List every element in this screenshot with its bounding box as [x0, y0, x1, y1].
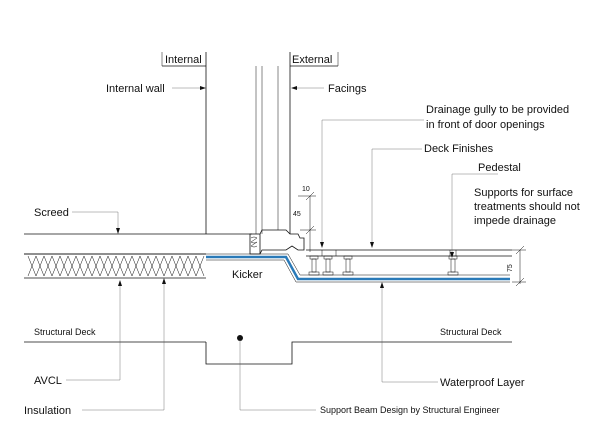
- drainage-label-line1: Drainage gully to be provided: [426, 104, 569, 116]
- dimension-75-label: 75: [507, 264, 514, 272]
- waterproof-label: Waterproof Layer: [440, 377, 525, 389]
- external-label: External: [292, 54, 332, 66]
- leader-deck-finishes: Deck Finishes: [370, 143, 494, 248]
- beam-center-dot: [237, 335, 243, 341]
- supports-line1: Supports for surface: [474, 187, 573, 199]
- internal-wall-label: Internal wall: [106, 83, 165, 95]
- dimension-10: 10: [302, 186, 310, 193]
- structural-deck-left-label: Structural Deck: [34, 327, 96, 337]
- internal-header: Internal: [161, 52, 206, 67]
- avcl-label: AVCL: [34, 375, 62, 387]
- supports-line3: impede drainage: [474, 215, 556, 227]
- supports-line2: treatments should not: [474, 201, 580, 213]
- leader-pedestal: Pedestal: [450, 162, 521, 258]
- waterproof-membrane: [206, 253, 510, 283]
- structural-deck: [24, 335, 512, 365]
- insulation-band: [24, 253, 206, 279]
- leader-facings: Facings: [291, 83, 367, 95]
- dimension-75: 75: [507, 245, 526, 287]
- dimension-45: 45: [293, 211, 301, 218]
- pedestal-3: [342, 255, 354, 276]
- screed-label: Screed: [34, 207, 69, 219]
- pedestal-4: [447, 255, 459, 276]
- leader-avcl: AVCL: [34, 280, 122, 387]
- screed-slab: [24, 233, 252, 255]
- threshold-assembly: [249, 229, 305, 255]
- leader-screed: Screed: [34, 207, 120, 234]
- pedestal-label: Pedestal: [478, 162, 521, 174]
- external-header: External: [290, 52, 339, 67]
- pedestal-1: [308, 255, 320, 276]
- leader-support-beam: Support Beam Design by Structural Engine…: [239, 340, 500, 415]
- support-beam-label: Support Beam Design by Structural Engine…: [320, 405, 500, 415]
- dimension-10-45: 10 45: [293, 186, 316, 252]
- internal-label: Internal: [165, 54, 202, 66]
- deck-finishes-label: Deck Finishes: [424, 143, 494, 155]
- pedestals: [308, 255, 459, 276]
- leader-drainage: Drainage gully to be provided in front o…: [320, 104, 569, 248]
- facings-label: Facings: [328, 83, 367, 95]
- structural-deck-labels: Structural Deck Structural Deck: [34, 327, 502, 337]
- drainage-label-line2: in front of door openings: [426, 119, 545, 131]
- supports-note: Supports for surface treatments should n…: [474, 187, 580, 227]
- kicker-note: Kicker: [232, 269, 263, 281]
- wall-lines: [205, 52, 291, 234]
- structural-deck-right-label: Structural Deck: [440, 327, 502, 337]
- deck-finishes: [306, 249, 512, 257]
- leader-waterproof: Waterproof Layer: [380, 282, 525, 389]
- pedestal-2: [322, 255, 334, 276]
- leader-insulation: Insulation: [24, 278, 166, 417]
- kicker-label: Kicker: [232, 269, 263, 281]
- leader-internal-wall: Internal wall: [106, 83, 206, 95]
- insulation-label: Insulation: [24, 405, 71, 417]
